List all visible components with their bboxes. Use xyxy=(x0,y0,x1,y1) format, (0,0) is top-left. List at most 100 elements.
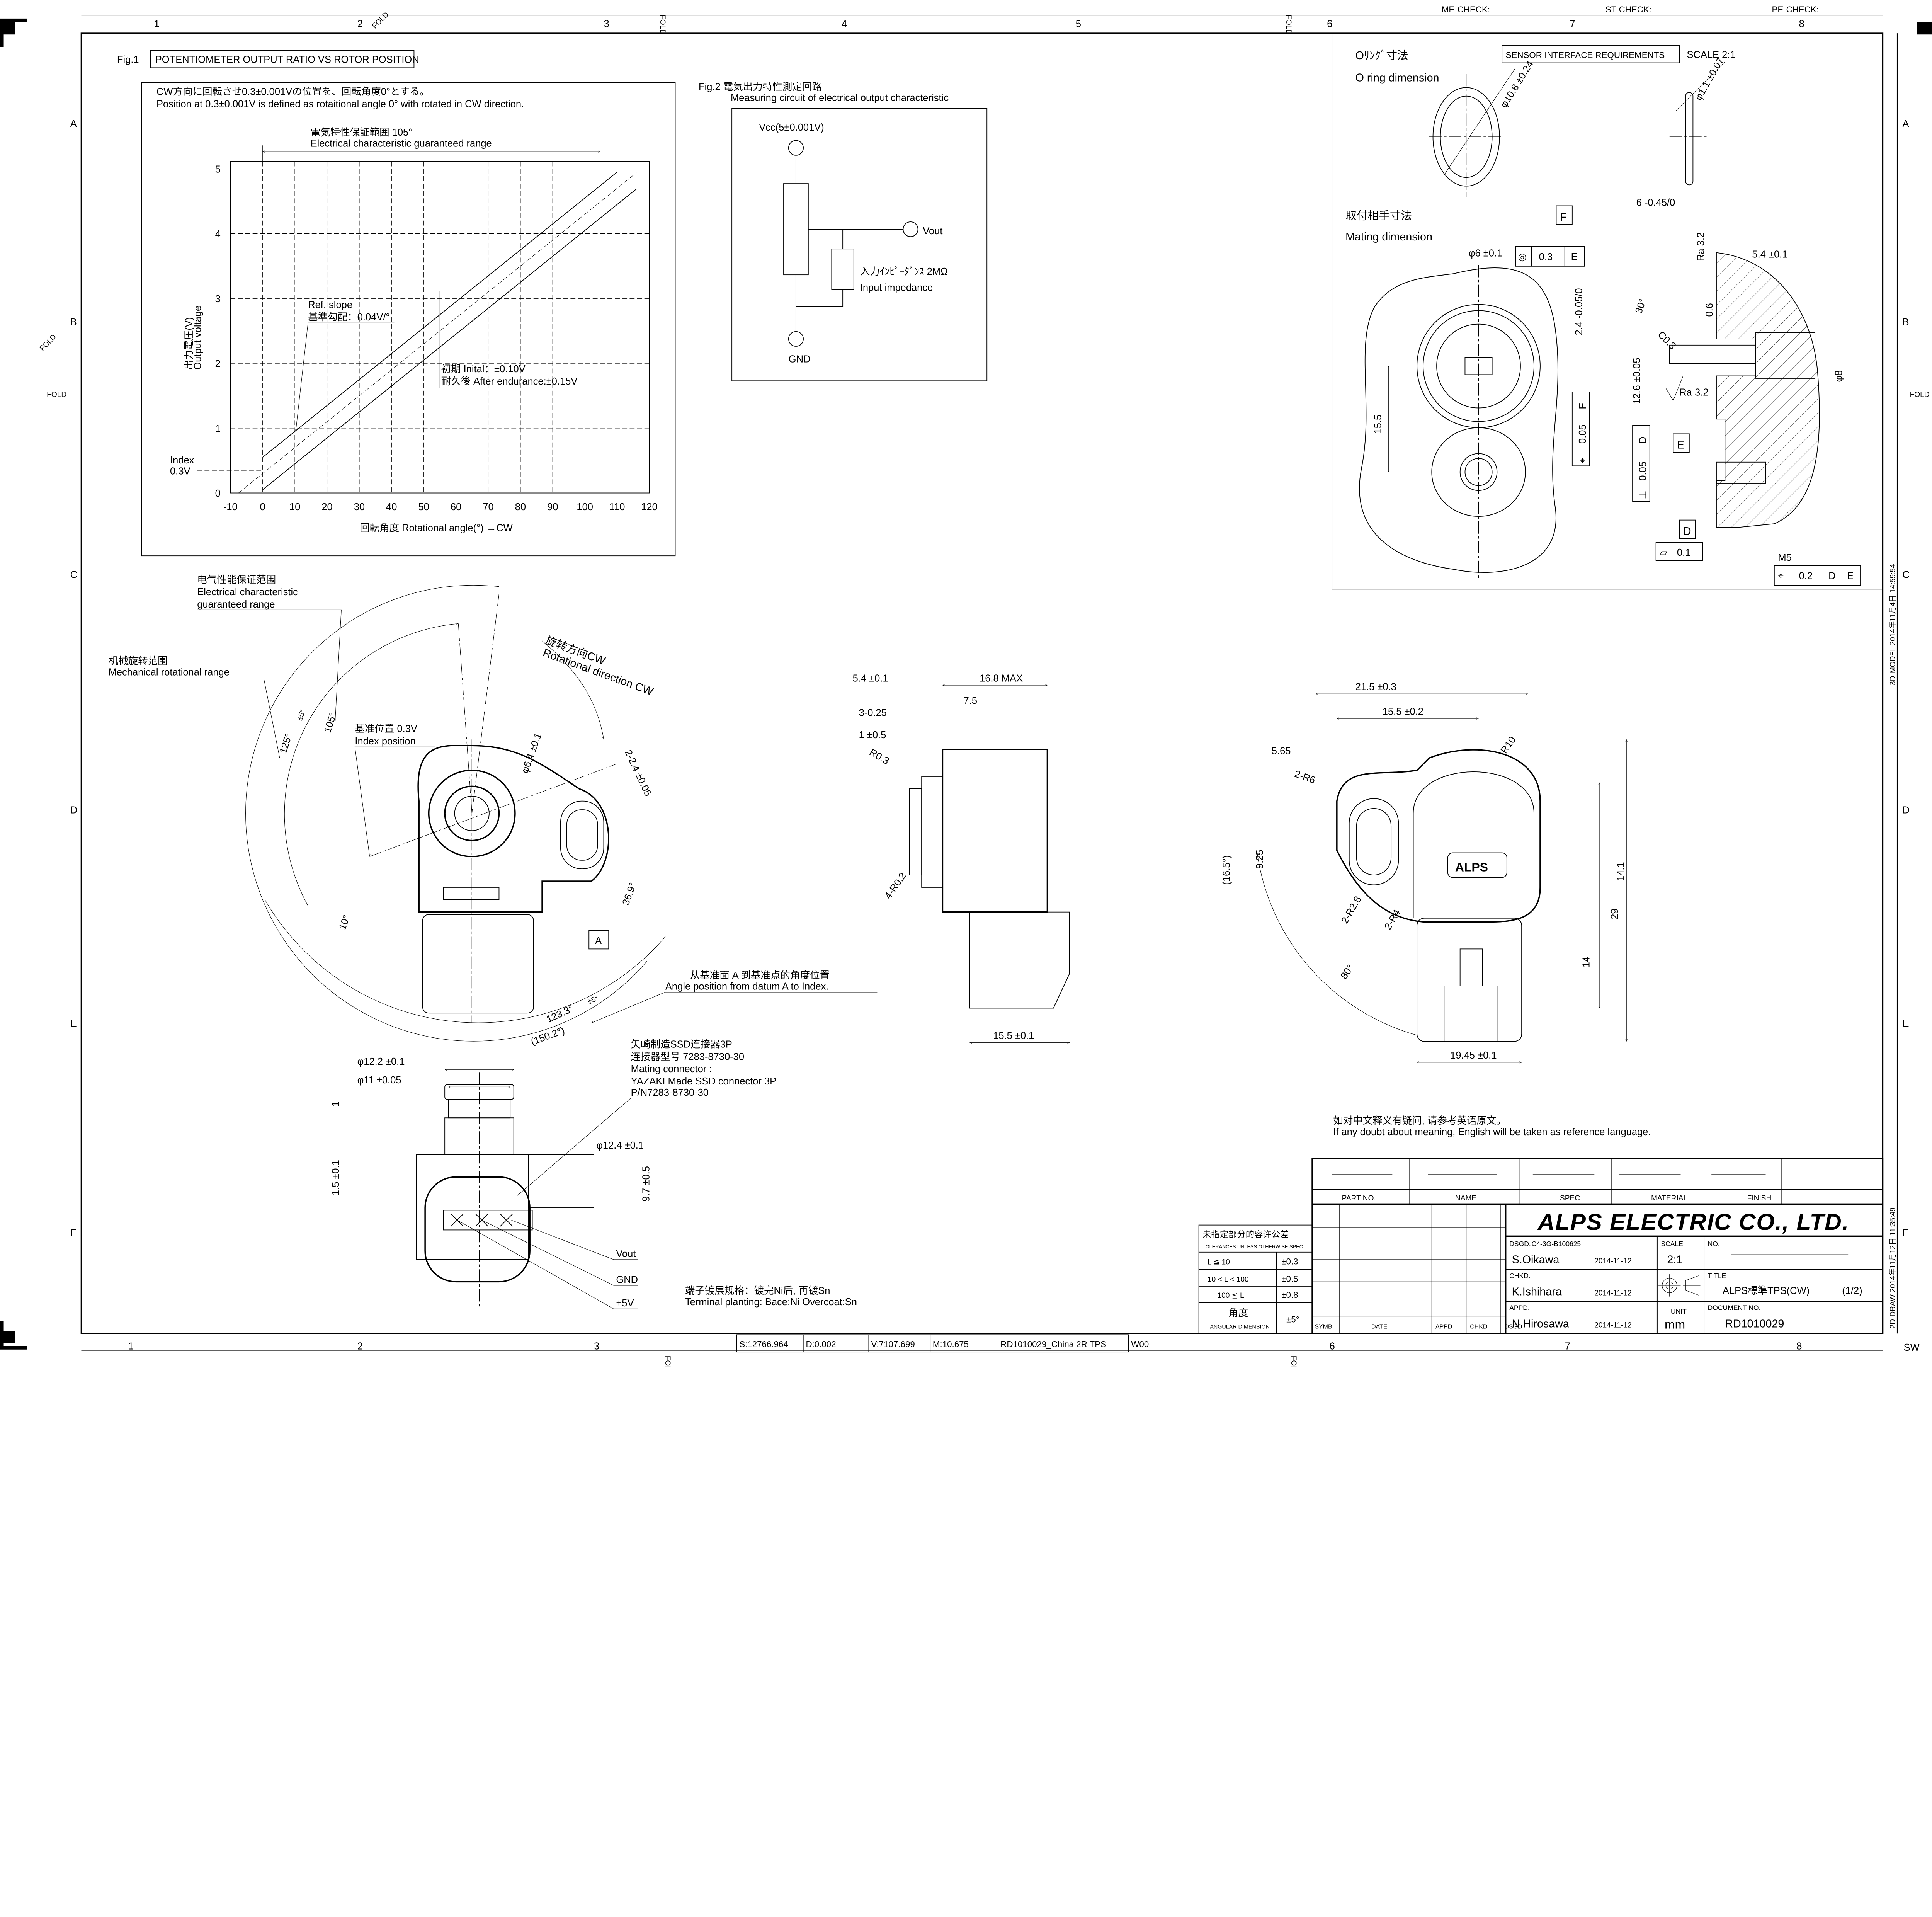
angle-125: 125° xyxy=(278,732,294,755)
zone-5: 5 xyxy=(1076,19,1081,29)
zone-8: 8 xyxy=(1796,1341,1802,1352)
zone-8: 8 xyxy=(1799,19,1804,29)
r-2-8: 2-R2.8 xyxy=(1339,894,1364,925)
x-tick-label: 50 xyxy=(418,502,429,512)
tol-range: 10 < L < 100 xyxy=(1208,1275,1249,1284)
x-tick-label: 110 xyxy=(609,502,625,512)
mating-line-3: Mating connector : xyxy=(631,1064,712,1074)
dim-21-5: 21.5 ±0.3 xyxy=(1355,682,1396,693)
zone-a: A xyxy=(70,118,77,129)
terminal-block xyxy=(443,1210,533,1231)
cad-info-strip: S:12766.964 D:0.002 V:7107.699 M:10.675 … xyxy=(736,1334,1149,1353)
drawing-title: ALPS標準TPS(CW) xyxy=(1723,1285,1810,1296)
vcc-terminal-icon xyxy=(788,140,804,156)
sheet-number: (1/2) xyxy=(1842,1285,1862,1296)
datum-note-en: Angle position from datum A to Index. xyxy=(665,981,828,992)
connector-receptacle xyxy=(424,1176,531,1283)
fold-marks: FOLD FOLD FOLD FOLD FOLD FOLD FOLD FOLD … xyxy=(38,11,1930,1367)
zone-3: 3 xyxy=(604,19,609,29)
note-en: If any doubt about meaning, English will… xyxy=(1333,1127,1651,1137)
me-check-label: ME-CHECK: xyxy=(1442,5,1490,14)
cad-volume: V:7107.699 xyxy=(871,1339,915,1349)
header-part-no: PART NO. xyxy=(1342,1194,1376,1202)
fig1-note-jp: CW方向に回転させ0.3±0.001Vの位置を、回転角度0°とする。 xyxy=(156,87,429,97)
elec-range-en1: Electrical characteristic xyxy=(197,587,298,598)
chkd-date: 2014-11-12 xyxy=(1594,1289,1631,1297)
zone-labels-side: A B C D E F A B C D E F xyxy=(70,118,1910,1238)
company-name: ALPS ELECTRIC CO., LTD. xyxy=(1537,1209,1849,1235)
y-tick-label: 1 xyxy=(215,423,221,434)
tol-value: ±0.8 xyxy=(1281,1290,1298,1300)
dim-9-25: 9.25 xyxy=(1254,850,1265,869)
fig2-title-jp: Fig.2 電気出力特性測定回路 xyxy=(699,82,822,92)
dim-2-4: 2.4 -0.05/0 xyxy=(1573,288,1584,335)
y-axis-label-jp: 出力電圧(V) xyxy=(184,317,194,370)
zone-2: 2 xyxy=(357,19,363,29)
fig2-circuit: Fig.2 電気出力特性測定回路 Measuring circuit of el… xyxy=(699,82,988,381)
alps-logo: ALPS xyxy=(1455,860,1488,874)
fcf-datum: E xyxy=(1571,252,1578,262)
index-position-jp: 基准位置 0.3V xyxy=(355,724,417,734)
mating-line-1: 矢崎制造SSD连接器3P xyxy=(631,1039,732,1050)
fcf-value: 0.1 xyxy=(1677,547,1690,558)
language-note: 如对中文释义有疑问, 请参考英语原文。 If any doubt about m… xyxy=(1333,1115,1651,1137)
r-0-3: R0.3 xyxy=(867,747,891,766)
flatness-frame: ▱ 0.1 xyxy=(1655,542,1703,561)
pin-gnd: GND xyxy=(616,1275,638,1285)
datum-e: E xyxy=(1677,439,1684,451)
connector-body xyxy=(416,1154,529,1260)
dim-14-1: 14.1 xyxy=(1616,862,1626,881)
y-tick-label: 0 xyxy=(215,488,221,499)
cad-surface: S:12766.964 xyxy=(739,1339,788,1349)
section-hatched xyxy=(1716,252,1820,528)
x-tick-label: 0 xyxy=(260,502,265,512)
fcf-value: 0.05 xyxy=(1577,424,1588,444)
concentricity-icon: ◎ xyxy=(1518,252,1527,262)
flatness-icon: ▱ xyxy=(1660,547,1667,558)
fig1-title: POTENTIOMETER OUTPUT RATIO VS ROTOR POSI… xyxy=(155,54,419,65)
fold-mark: FOLD xyxy=(38,333,58,353)
dim-16-8: 16.8 MAX xyxy=(980,673,1023,684)
fold-mark: FOLD xyxy=(1284,15,1293,34)
series-line xyxy=(238,172,637,493)
header-name: NAME xyxy=(1455,1194,1476,1202)
mating-title-jp: 取付相手寸法 xyxy=(1345,210,1412,222)
zone-3: 3 xyxy=(594,1341,599,1352)
mating-title-en: Mating dimension xyxy=(1345,231,1432,243)
impedance-en: Input impedance xyxy=(860,283,933,293)
zone-labels-bottom: 1 2 3 6 7 8 xyxy=(128,1341,1802,1352)
front-view: ALPS 21.5 ±0.3 15.5 ±0.2 5.65 2-R6 R10 (… xyxy=(1221,682,1626,1062)
fcf-datum: D xyxy=(1828,571,1835,582)
fold-mark: FOLD xyxy=(371,11,390,31)
dim-7-5: 7.5 xyxy=(964,695,977,706)
dsgd-code: C4-3G-B100625 xyxy=(1532,1240,1581,1248)
plot-frame xyxy=(230,161,650,494)
zone-d: D xyxy=(70,805,77,816)
fold-mark: FOLD xyxy=(1910,391,1930,399)
fold-mark: FOLD xyxy=(1289,1356,1298,1367)
index-label: Index xyxy=(170,455,194,466)
zone-e: E xyxy=(70,1018,77,1029)
dim-phi-12-2: φ12.2 ±0.1 xyxy=(357,1056,405,1067)
x-tick-label: 40 xyxy=(386,502,397,512)
chamfer-c03: C0.3 xyxy=(1656,329,1678,352)
angle-16-5: (16.5°) xyxy=(1221,855,1232,885)
fig2-title-en: Measuring circuit of electrical output c… xyxy=(731,92,949,103)
dim-14: 14 xyxy=(1581,957,1592,967)
dim-1-5: 1.5 ±0.1 xyxy=(330,1160,341,1195)
dim-29: 29 xyxy=(1609,908,1620,919)
dim-5-65: 5.65 xyxy=(1272,746,1291,757)
mating-part-outline xyxy=(1359,267,1558,573)
chkd-label: CHKD. xyxy=(1509,1272,1531,1280)
dim-2-2-4: 2-2.4 ±0.05 xyxy=(622,748,653,798)
dim-15-5: 15.5 ±0.1 xyxy=(993,1030,1034,1041)
zone-f-right: F xyxy=(1902,1227,1908,1238)
st-check-label: ST-CHECK: xyxy=(1605,5,1651,14)
appd-date: 2014-11-12 xyxy=(1594,1321,1631,1329)
ref-slope-en: Ref. slope xyxy=(308,300,352,310)
x-tick-label: -10 xyxy=(223,502,238,512)
vout-label: Vout xyxy=(923,226,942,237)
input-impedance-resistor xyxy=(831,249,854,290)
scale-label: SCALE xyxy=(1661,1240,1683,1248)
